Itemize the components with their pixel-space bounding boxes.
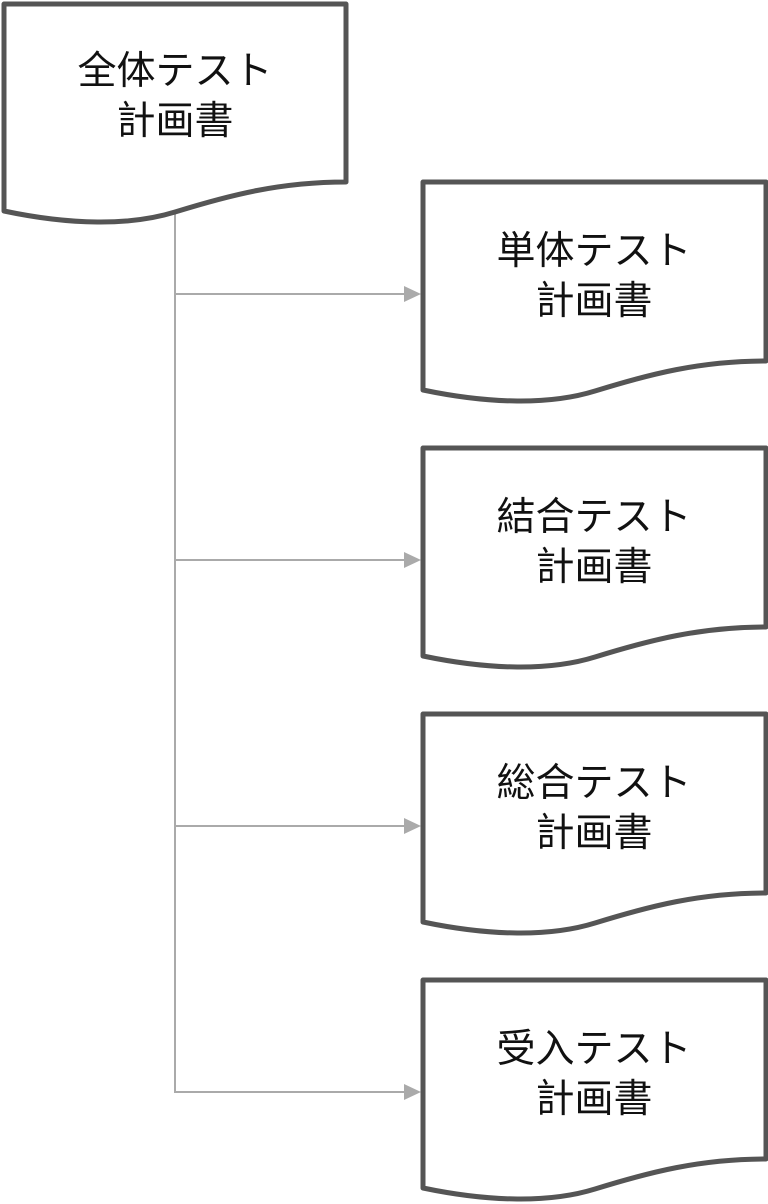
label-line1: 受入テスト xyxy=(496,1027,692,1072)
overall-test-plan-label: 全体テスト 計画書 xyxy=(5,47,345,147)
label-line1: 全体テスト xyxy=(77,49,273,94)
arrowhead-acceptance xyxy=(404,1084,421,1100)
label-line1: 単体テスト xyxy=(496,229,692,274)
arrowhead-system xyxy=(404,818,421,834)
document-shape-system xyxy=(420,711,768,936)
acceptance-test-plan-label: 受入テスト 計画書 xyxy=(424,1025,764,1125)
label-line2: 計画書 xyxy=(535,1077,653,1122)
document-shape-unit xyxy=(420,179,768,404)
label-line2: 計画書 xyxy=(535,811,653,856)
label-line2: 計画書 xyxy=(535,545,653,590)
unit-test-plan-label: 単体テスト 計画書 xyxy=(424,227,764,327)
document-shape-overall xyxy=(1,1,349,225)
label-line1: 結合テスト xyxy=(496,495,692,540)
integration-test-plan-label: 結合テスト 計画書 xyxy=(424,493,764,593)
label-line2: 計画書 xyxy=(116,99,234,144)
label-line2: 計画書 xyxy=(535,279,653,324)
label-line1: 総合テスト xyxy=(496,761,692,806)
document-shape-integration xyxy=(420,445,768,670)
system-test-plan-label: 総合テスト 計画書 xyxy=(424,759,764,859)
arrowhead-unit xyxy=(404,286,421,302)
document-shape-acceptance xyxy=(420,977,768,1202)
arrowhead-integration xyxy=(404,552,421,568)
